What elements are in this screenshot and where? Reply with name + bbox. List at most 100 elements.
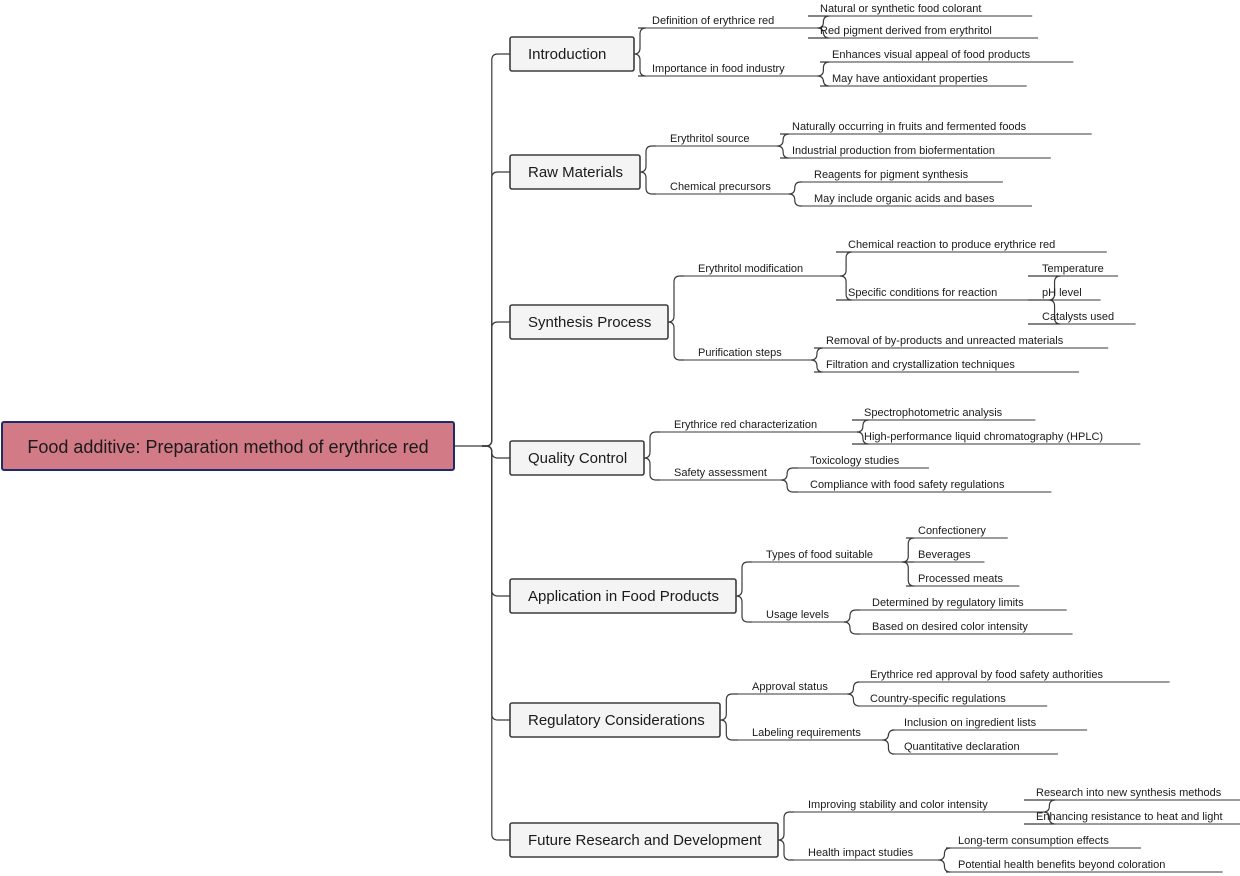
leaf-removal-of-by-products-and-unreacted-materials[interactable]: Removal of by-products and unreacted mat… (826, 335, 1064, 347)
branch-topic-label: Raw Materials (528, 164, 623, 181)
leaf-natural-or-synthetic-food-colorant[interactable]: Natural or synthetic food colorant (820, 3, 981, 15)
leaf-connector (843, 609, 860, 623)
subtopic-erythrice-red-characterization[interactable]: Erythrice red characterization (674, 419, 817, 431)
leaf-connector (777, 133, 790, 147)
subtopic-usage-levels[interactable]: Usage levels (766, 609, 829, 621)
branch-topic-quality-control[interactable]: Quality Control (509, 440, 645, 476)
subtopic-connector (777, 839, 794, 861)
subtopic-connector (720, 719, 738, 741)
subtopic-connector (639, 145, 656, 173)
branch-topic-label: Application in Food Products (528, 588, 719, 605)
leaf-erythrice-red-approval-by-food-safety-authorities[interactable]: Erythrice red approval by food safety au… (870, 669, 1103, 681)
leaf-quantitative-declaration[interactable]: Quantitative declaration (904, 741, 1020, 753)
branch-topic-introduction[interactable]: Introduction (509, 36, 635, 72)
leaf-beverages[interactable]: Beverages (918, 549, 971, 561)
leaf-filtration-and-crystallization-techniques[interactable]: Filtration and crystallization technique… (826, 359, 1015, 371)
leaf-processed-meats[interactable]: Processed meats (918, 573, 1003, 585)
leaf-red-pigment-derived-from-erythritol[interactable]: Red pigment derived from erythritol (820, 25, 992, 37)
leaf-chemical-reaction-to-produce-erythrice-red[interactable]: Chemical reaction to produce erythrice r… (848, 239, 1055, 251)
leaf-connector (781, 467, 798, 481)
branch-topic-label: Future Research and Development (528, 832, 762, 849)
leaf-long-term-consumption-effects[interactable]: Long-term consumption effects (958, 835, 1109, 847)
branch-topic-box (509, 304, 669, 340)
leaf-toxicology-studies[interactable]: Toxicology studies (810, 455, 900, 467)
subtopic-definition-of-erythrice-red[interactable]: Definition of erythrice red (652, 15, 774, 27)
subtopic-connector (735, 561, 752, 597)
branch-topic-box (509, 578, 737, 614)
leaf-connector (882, 729, 895, 741)
branch-topic-regulatory-considerations[interactable]: Regulatory Considerations (509, 702, 721, 738)
branch-topic-label: Synthesis Process (528, 314, 651, 331)
connector-lines (454, 15, 1240, 873)
branch-topic-box (509, 702, 721, 738)
subtopic-connector (667, 321, 684, 361)
leaf-high-performance-liquid-chromatography-hplc[interactable]: High-performance liquid chromatography (… (864, 431, 1103, 443)
leaf-connector (788, 193, 802, 207)
leaf-potential-health-benefits-beyond-coloration[interactable]: Potential health benefits beyond colorat… (958, 859, 1165, 871)
subtopic-connector (643, 457, 660, 481)
branch-topic-label: Quality Control (528, 450, 627, 467)
leaf-connector (777, 145, 790, 159)
leaf-country-specific-regulations[interactable]: Country-specific regulations (870, 693, 1006, 705)
subtopic-health-impact-studies[interactable]: Health impact studies (808, 847, 914, 859)
leaf-connector (902, 561, 915, 587)
leaf-may-include-organic-acids-and-bases[interactable]: May include organic acids and bases (814, 193, 995, 205)
leaf-connector (781, 479, 798, 493)
leaf-reagents-for-pigment-synthesis[interactable]: Reagents for pigment synthesis (814, 169, 969, 181)
branch-topic-raw-materials[interactable]: Raw Materials (509, 154, 641, 190)
subtopic-erythritol-source[interactable]: Erythritol source (670, 133, 749, 145)
subtopic-connector (633, 27, 647, 55)
leaf-based-on-desired-color-intensity[interactable]: Based on desired color intensity (872, 621, 1028, 633)
branch-connector (482, 445, 510, 721)
branch-topic-future-research-and-development[interactable]: Future Research and Development (509, 822, 779, 858)
subtopic-types-of-food-suitable[interactable]: Types of food suitable (766, 549, 873, 561)
subtopic-connector (667, 275, 684, 323)
subtopic-erythritol-modification[interactable]: Erythritol modification (698, 263, 803, 275)
leaf-connector (788, 181, 802, 195)
detail-temperature[interactable]: Temperature (1042, 263, 1104, 275)
leaf-connector (843, 621, 860, 635)
leaf-compliance-with-food-safety-regulations[interactable]: Compliance with food safety regulations (810, 479, 1005, 491)
branch-connector (482, 171, 510, 447)
leaf-connector (938, 859, 951, 873)
leaf-inclusion-on-ingredient-lists[interactable]: Inclusion on ingredient lists (904, 717, 1037, 729)
leaf-connector (847, 681, 860, 695)
leaf-connector (938, 847, 951, 861)
branch-topic-box (509, 36, 635, 72)
subtopic-labeling-requirements[interactable]: Labeling requirements (752, 727, 861, 739)
subtopic-safety-assessment[interactable]: Safety assessment (674, 467, 767, 479)
branch-connector (482, 53, 510, 447)
leaf-may-have-antioxidant-properties[interactable]: May have antioxidant properties (832, 73, 988, 85)
subtopic-improving-stability-and-color-intensity[interactable]: Improving stability and color intensity (808, 799, 988, 811)
leaf-connector (847, 693, 860, 707)
branch-connector (482, 321, 510, 447)
leaf-industrial-production-from-biofermentation[interactable]: Industrial production from biofermentati… (792, 145, 995, 157)
branch-topic-box (509, 440, 645, 476)
subtopic-connector (777, 811, 794, 841)
leaf-specific-conditions-for-reaction[interactable]: Specific conditions for reaction (848, 287, 997, 299)
leaf-connector (817, 61, 830, 77)
leaf-naturally-occurring-in-fruits-and-fermented-foods[interactable]: Naturally occurring in fruits and fermen… (792, 121, 1027, 133)
branch-topic-synthesis-process[interactable]: Synthesis Process (509, 304, 669, 340)
subtopic-connector (720, 693, 738, 721)
leaf-determined-by-regulatory-limits[interactable]: Determined by regulatory limits (872, 597, 1024, 609)
leaf-spectrophotometric-analysis[interactable]: Spectrophotometric analysis (864, 407, 1003, 419)
leaf-research-into-new-synthesis-methods[interactable]: Research into new synthesis methods (1036, 787, 1222, 799)
subtopic-chemical-precursors[interactable]: Chemical precursors (670, 181, 771, 193)
subtopic-importance-in-food-industry[interactable]: Importance in food industry (652, 63, 785, 75)
leaf-confectionery[interactable]: Confectionery (918, 525, 986, 537)
subtopic-approval-status[interactable]: Approval status (752, 681, 828, 693)
branch-topic-application-in-food-products[interactable]: Application in Food Products (509, 578, 737, 614)
leaf-connector (882, 739, 895, 755)
leaf-enhancing-resistance-to-heat-and-light[interactable]: Enhancing resistance to heat and light (1036, 811, 1223, 823)
subtopic-connector (643, 431, 660, 459)
detail-catalysts-used[interactable]: Catalysts used (1042, 311, 1114, 323)
root-topic[interactable]: Food additive: Preparation method of ery… (1, 421, 455, 471)
subtopic-purification-steps[interactable]: Purification steps (698, 347, 782, 359)
leaf-enhances-visual-appeal-of-food-products[interactable]: Enhances visual appeal of food products (832, 49, 1031, 61)
detail-ph-level[interactable]: pH level (1042, 287, 1082, 299)
leaf-connector (836, 251, 853, 277)
branch-connector (482, 445, 510, 841)
